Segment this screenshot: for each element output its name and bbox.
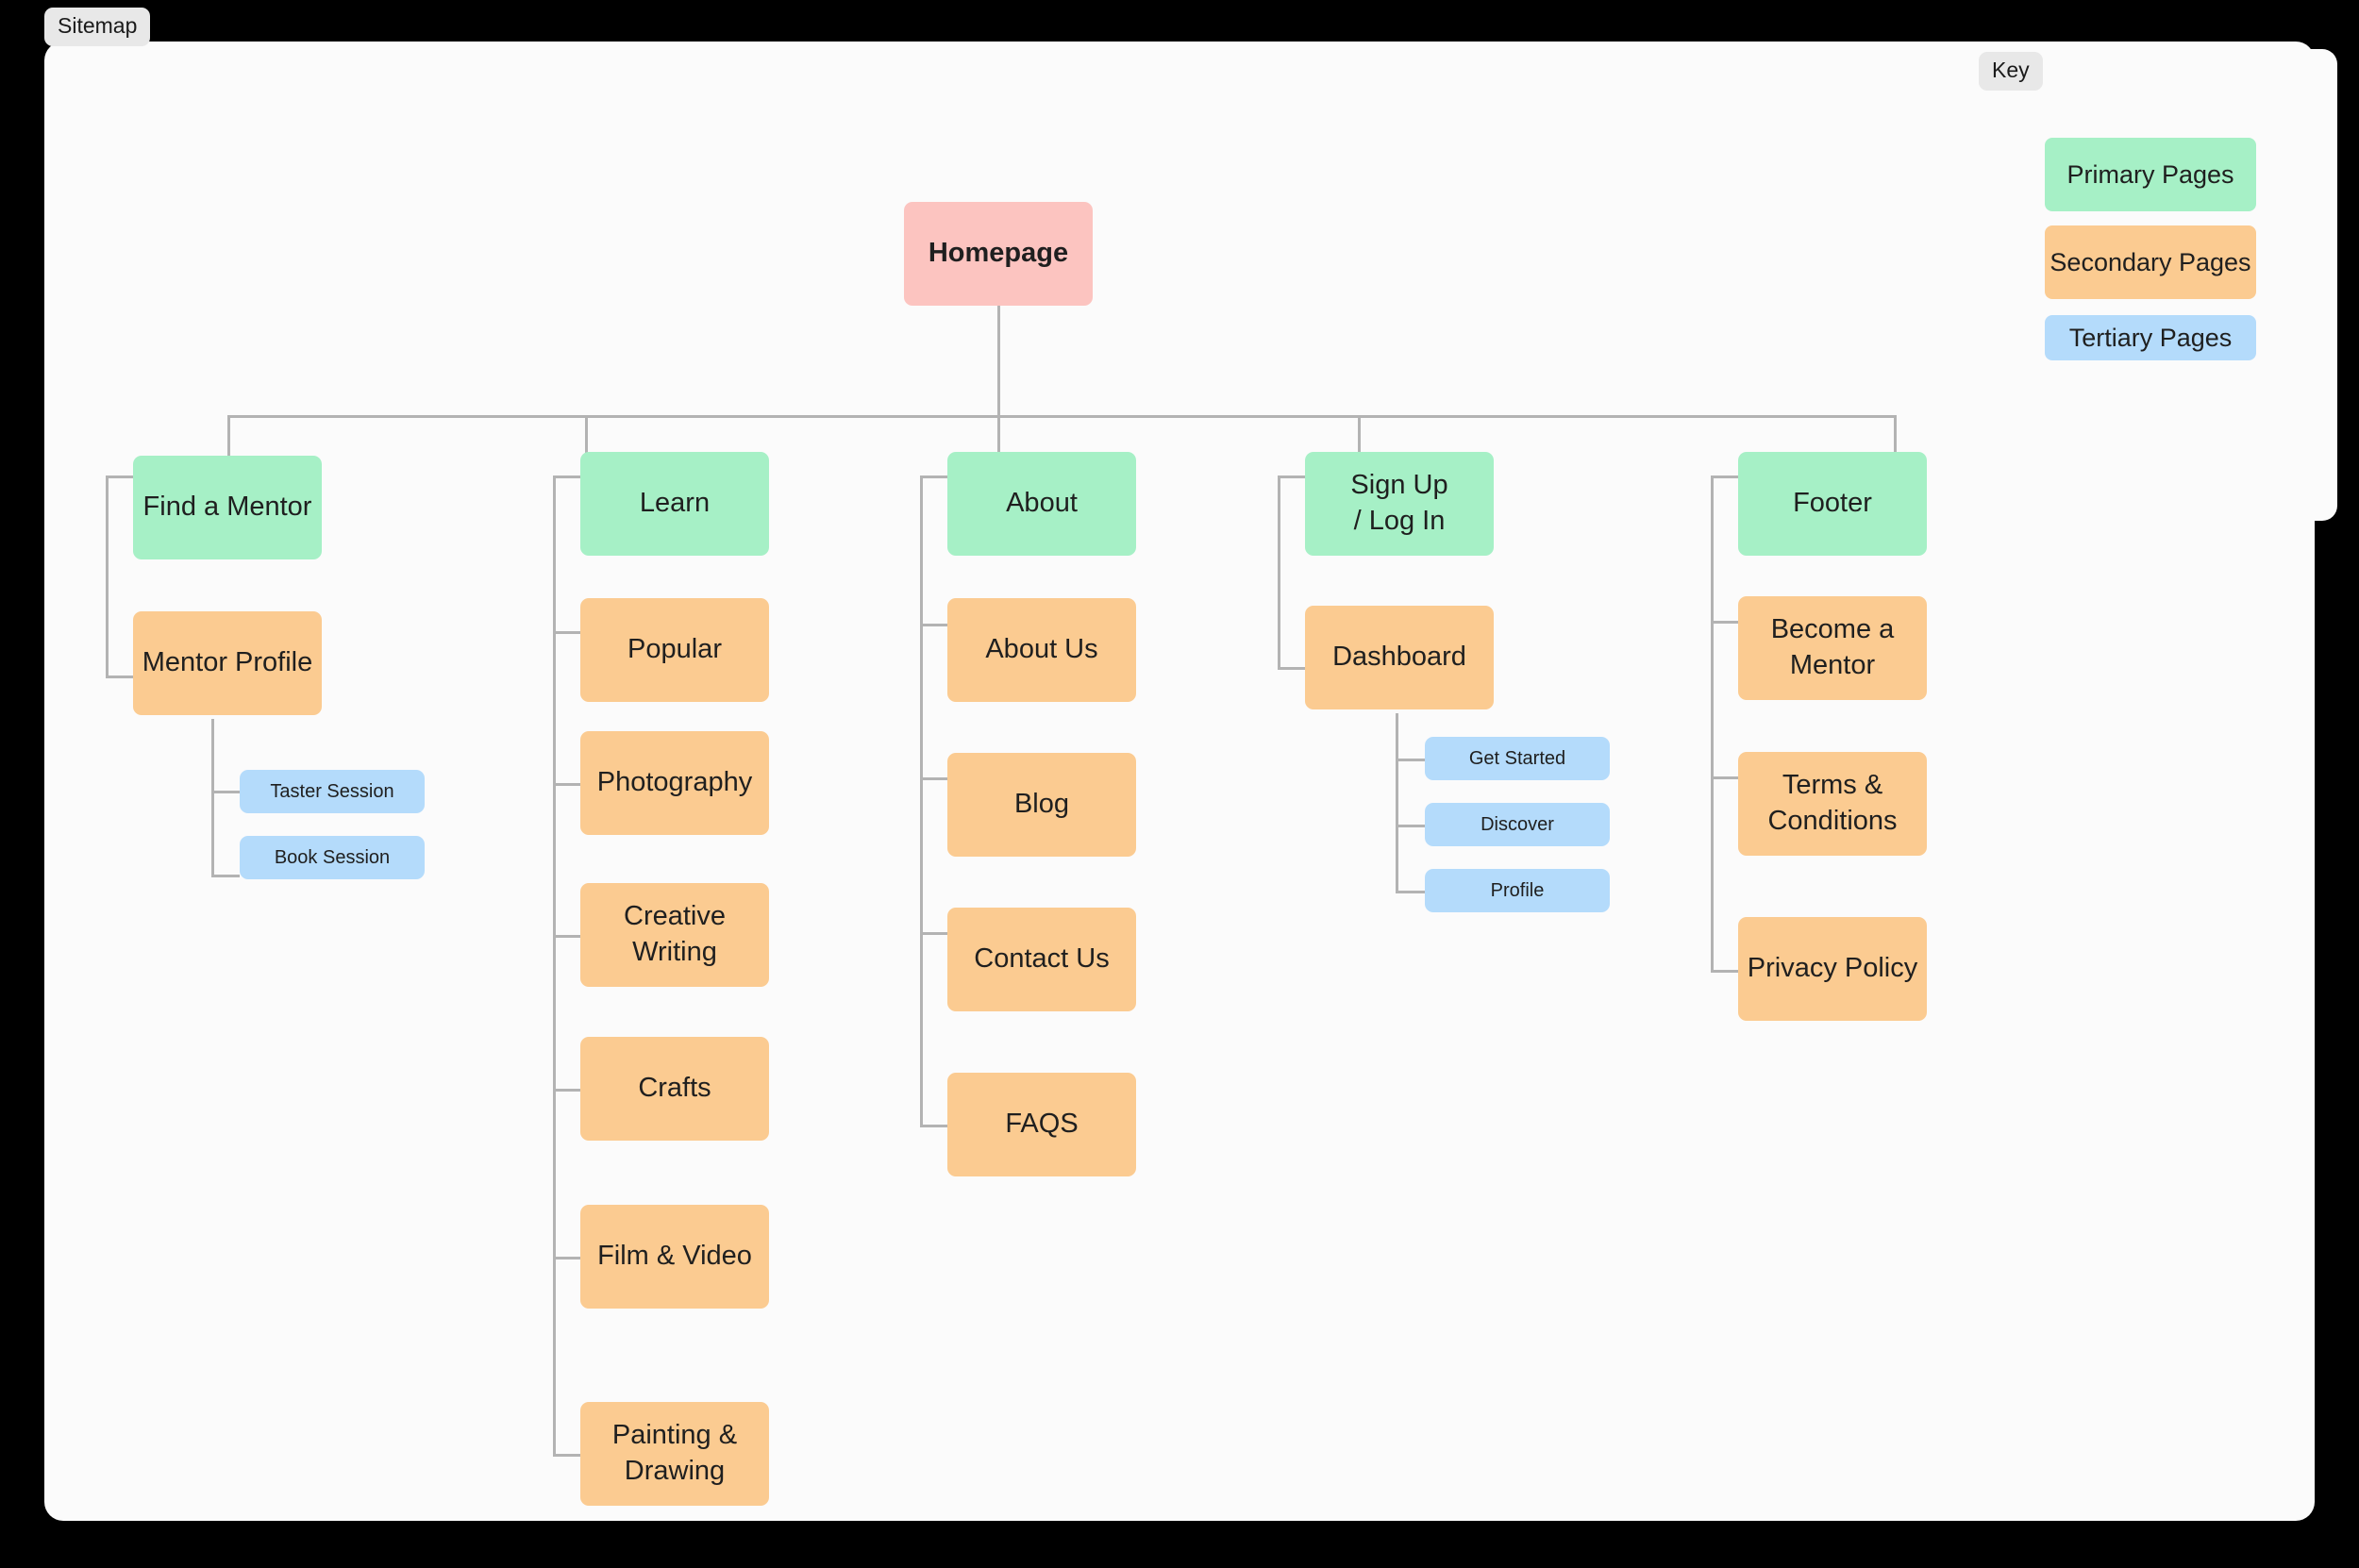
connector-stub-dashboard (1278, 667, 1305, 670)
connector-stub-taster-session (211, 791, 240, 793)
node-dashboard[interactable]: Dashboard (1305, 606, 1494, 709)
connector-stub-find-a-mentor (106, 475, 133, 478)
node-creative-writing[interactable]: Creative Writing (580, 883, 769, 987)
connector-stub-blog (920, 777, 947, 780)
connector-stub-contact-us (920, 932, 947, 935)
key-legend-panel: Primary Pages Secondary Pages Tertiary P… (1979, 49, 2337, 521)
node-find-a-mentor[interactable]: Find a Mentor (133, 456, 322, 559)
node-discover[interactable]: Discover (1425, 803, 1610, 846)
connector-stub-discover (1396, 825, 1425, 827)
connector-stub-crafts (553, 1089, 580, 1092)
connector-stub-faqs (920, 1125, 947, 1127)
connector-stub-popular (553, 631, 580, 634)
connector-stub-get-started (1396, 759, 1425, 761)
node-privacy-policy[interactable]: Privacy Policy (1738, 917, 1927, 1021)
legend-item-secondary: Secondary Pages (2045, 225, 2256, 299)
node-become-a-mentor[interactable]: Become a Mentor (1738, 596, 1927, 700)
connector-drop-learn (585, 415, 588, 456)
connector-drop-footer (1894, 415, 1897, 456)
node-profile[interactable]: Profile (1425, 869, 1610, 912)
connector-stub-about-us (920, 624, 947, 626)
connector-drop-sign-up (1358, 415, 1361, 456)
connector-stub-photography (553, 783, 580, 786)
frame-label-sitemap[interactable]: Sitemap (44, 8, 151, 46)
connector-stub-learn (553, 475, 580, 478)
frame-label-key[interactable]: Key (1979, 52, 2043, 91)
node-about[interactable]: About (947, 452, 1136, 556)
legend-item-primary: Primary Pages (2045, 138, 2256, 211)
node-photography[interactable]: Photography (580, 731, 769, 835)
connector-stub-creative-writing (553, 935, 580, 938)
connector-spine-sign-up (1278, 475, 1280, 669)
node-homepage[interactable]: Homepage (904, 202, 1093, 306)
connector-stub-footer (1711, 475, 1738, 478)
node-terms-and-conditions[interactable]: Terms & Conditions (1738, 752, 1927, 856)
node-mentor-profile[interactable]: Mentor Profile (133, 611, 322, 715)
connector-stub-terms-conditions (1711, 776, 1738, 779)
connector-spine-about (920, 475, 923, 1127)
connector-stub-film-video (553, 1257, 580, 1259)
connector-stub-privacy-policy (1711, 970, 1738, 973)
connector-spine-mentor-profile (211, 719, 214, 877)
node-faqs[interactable]: FAQS (947, 1073, 1136, 1176)
sitemap-canvas: Homepage Find a Mentor Mentor Profile Ta… (44, 42, 2315, 1521)
node-about-us[interactable]: About Us (947, 598, 1136, 702)
connector-stub-sign-up (1278, 475, 1305, 478)
connector-stub-profile (1396, 891, 1425, 893)
legend-item-tertiary: Tertiary Pages (2045, 315, 2256, 360)
node-learn[interactable]: Learn (580, 452, 769, 556)
node-painting-and-drawing[interactable]: Painting & Drawing (580, 1402, 769, 1506)
node-film-and-video[interactable]: Film & Video (580, 1205, 769, 1309)
connector-spine-find-a-mentor (106, 475, 109, 678)
node-crafts[interactable]: Crafts (580, 1037, 769, 1141)
node-footer[interactable]: Footer (1738, 452, 1927, 556)
connector-spine-footer (1711, 475, 1714, 973)
connector-root-bus (227, 415, 1897, 418)
node-blog[interactable]: Blog (947, 753, 1136, 857)
connector-stub-mentor-profile (106, 676, 133, 678)
connector-stub-painting-drawing (553, 1454, 580, 1457)
connector-root-stem (997, 306, 1000, 416)
node-taster-session[interactable]: Taster Session (240, 770, 425, 813)
connector-stub-become-a-mentor (1711, 621, 1738, 624)
node-popular[interactable]: Popular (580, 598, 769, 702)
connector-drop-about (997, 415, 1000, 456)
connector-spine-learn (553, 475, 556, 1457)
node-sign-up-log-in[interactable]: Sign Up / Log In (1305, 452, 1494, 556)
node-book-session[interactable]: Book Session (240, 836, 425, 879)
connector-stub-about (920, 475, 947, 478)
node-contact-us[interactable]: Contact Us (947, 908, 1136, 1011)
connector-drop-find-a-mentor (227, 415, 230, 456)
connector-stub-book-session (211, 875, 240, 877)
connector-spine-dashboard (1396, 713, 1398, 892)
node-get-started[interactable]: Get Started (1425, 737, 1610, 780)
